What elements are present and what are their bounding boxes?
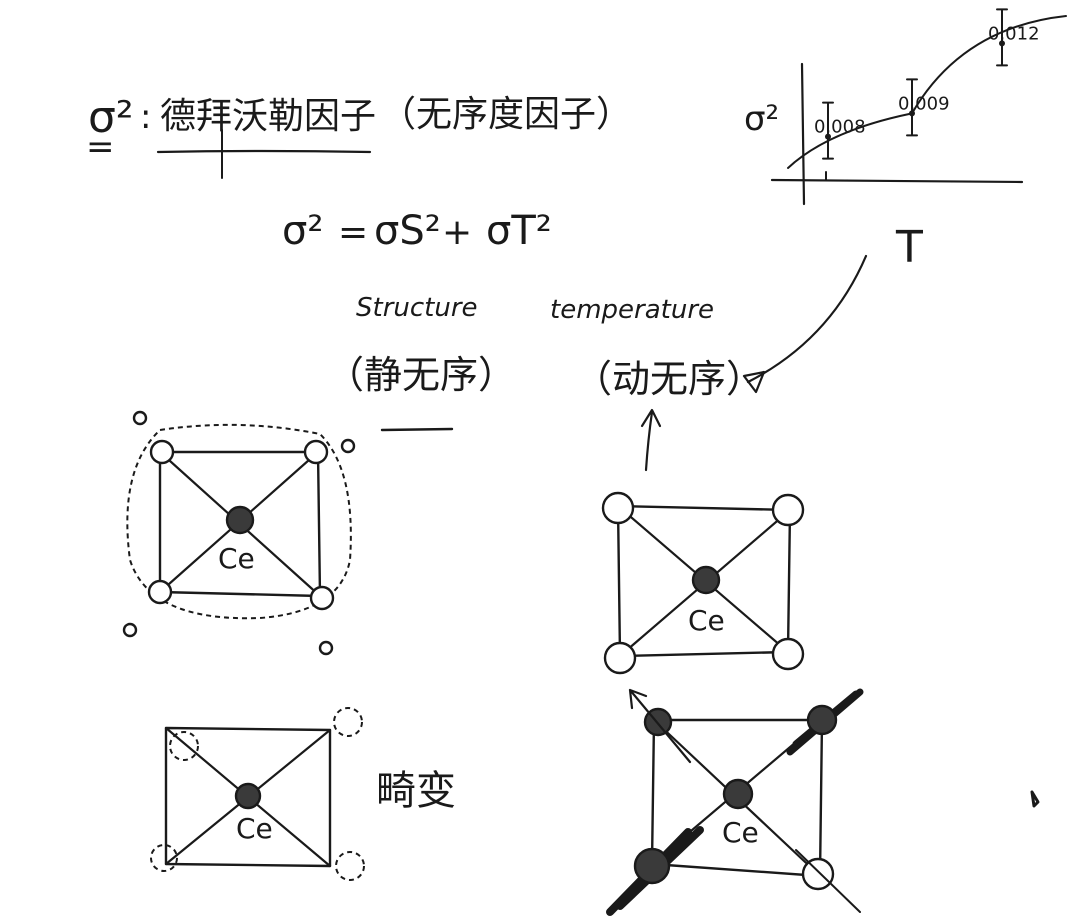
distorted-atom: [169, 731, 199, 761]
displaced-atom: [132, 410, 148, 426]
temperature-label-en: temperature: [550, 295, 714, 325]
crystal-thermal-disorder: Ce: [601, 491, 805, 675]
equation-plus: +: [442, 212, 472, 253]
header-colon: :: [140, 97, 151, 137]
title-underline: [156, 149, 372, 154]
corner-atom: [603, 641, 637, 675]
chart-error-bar: [996, 8, 1008, 67]
header-symbol: σ²: [88, 92, 134, 143]
chart-data-label: 0.008: [814, 117, 866, 138]
chart-error-bar: [906, 78, 918, 137]
chart-point: [999, 40, 1005, 47]
ce-atom: [691, 565, 721, 595]
ce-atom: [234, 782, 262, 810]
header-line: σ² : = 德拜沃勒因子 （无序度因子）: [86, 92, 632, 179]
chart-trend-line: [787, 15, 1067, 169]
temperature-up-arrow: [640, 408, 662, 472]
structure-underline: [380, 427, 454, 432]
distorted-atom: [333, 707, 363, 737]
pen-mark: [1030, 790, 1040, 808]
ce-label: Ce: [688, 604, 725, 637]
corner-atom: [309, 585, 335, 611]
chart-data-label: 0.009: [898, 93, 950, 114]
header-equals-mark: =: [86, 127, 115, 167]
chart-point: [825, 133, 831, 140]
distorted-atom: [335, 851, 365, 881]
vibrating-atom: [801, 857, 835, 891]
vibration-arrow: [628, 688, 692, 764]
displaced-atom: [318, 640, 334, 656]
chart-data-label: 0.012: [988, 23, 1040, 44]
equation: σ² = σS² + σT²: [282, 208, 552, 254]
corner-atom: [601, 491, 635, 525]
structure-label-zh: （静无序）: [326, 353, 516, 397]
displaced-atom: [122, 622, 138, 638]
structure-label-group: Structure （静无序）: [326, 293, 516, 432]
structure-label-en: Structure: [356, 293, 478, 323]
equation-term-temperature: σT²: [486, 208, 552, 254]
equation-term-structure: σS²: [374, 208, 441, 254]
corner-atom: [149, 439, 175, 465]
chart-error-bar: [822, 101, 834, 160]
equation-equals: =: [338, 212, 368, 253]
vibration-stroke: [795, 849, 861, 913]
chart-x-label: T: [895, 222, 923, 273]
corner-atom: [771, 637, 805, 671]
temperature-label-group: temperature （动无序）: [550, 254, 868, 472]
ce-label: Ce: [218, 542, 255, 575]
chart-points: 0.008 0.009 0.012: [814, 8, 1040, 160]
chart-y-label: σ²: [744, 99, 779, 139]
temperature-label-zh: （动无序）: [574, 357, 764, 401]
crystal-static-disorder: Ce: [122, 410, 356, 656]
vibrating-atom: [633, 847, 671, 885]
curve-arrowhead: [742, 370, 766, 394]
ce-label: Ce: [722, 816, 759, 849]
chart-point: [909, 110, 915, 117]
header-title: 德拜沃勒因子: [160, 96, 376, 137]
crystal-distortion: Ce 畸变: [150, 707, 456, 881]
distorted-atom: [150, 844, 178, 872]
corner-atom: [303, 439, 329, 465]
corner-atom: [771, 493, 805, 527]
displaced-atom: [340, 438, 356, 454]
equation-lhs: σ²: [282, 208, 323, 254]
header-subtitle: （无序度因子）: [380, 94, 632, 135]
chart-x-axis: [770, 178, 1024, 184]
crystal-thermal-vibration: Ce: [606, 688, 864, 916]
curve-to-temperature-arrow: [746, 254, 868, 384]
chart-y-axis: [800, 62, 806, 206]
ce-atom: [225, 505, 255, 535]
ce-label: Ce: [236, 812, 273, 845]
sigma-vs-T-chart: σ² T 0.008 0.009 0.012: [744, 8, 1067, 273]
vibrating-atom: [806, 704, 838, 736]
distortion-label: 畸变: [376, 768, 456, 814]
corner-atom: [147, 579, 173, 605]
ce-atom: [722, 778, 754, 810]
